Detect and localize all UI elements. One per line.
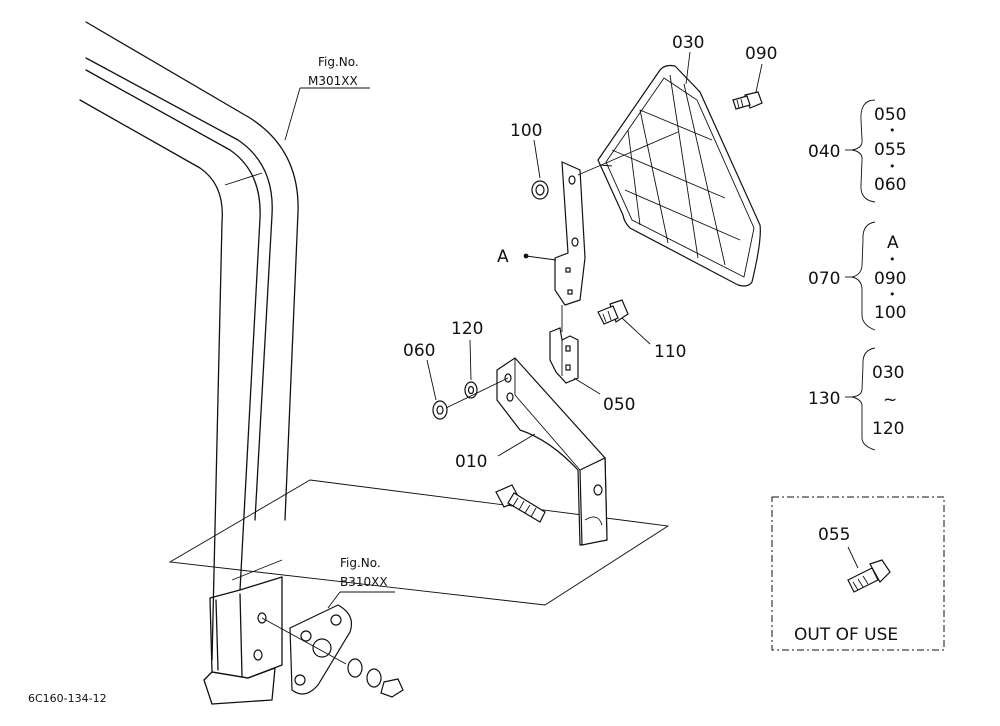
label-130: 130 bbox=[808, 389, 840, 409]
bracket-010 bbox=[496, 357, 608, 546]
group-070-item-2: 090 bbox=[874, 269, 906, 289]
diagram-id: 6C160-134-12 bbox=[28, 692, 107, 705]
mirror-030 bbox=[577, 64, 761, 287]
out-of-use-box bbox=[771, 496, 945, 651]
out-of-use-part-label: 055 bbox=[818, 525, 850, 545]
group-070-sep-2: • bbox=[889, 288, 896, 301]
label-a: A bbox=[497, 247, 509, 267]
screw-090 bbox=[732, 91, 763, 110]
group-070-item-1: A bbox=[887, 233, 899, 253]
group-040-item-1: 050 bbox=[874, 105, 906, 125]
label-040: 040 bbox=[808, 142, 840, 162]
group-040-sep-2: • bbox=[889, 160, 896, 173]
out-of-use-label: OUT OF USE bbox=[794, 625, 898, 645]
bracket-050 bbox=[549, 327, 579, 384]
group-070-item-3: 100 bbox=[874, 303, 906, 323]
fig-ref-top-code: M301XX bbox=[308, 74, 358, 88]
label-110: 110 bbox=[654, 342, 686, 362]
group-040-item-3: 060 bbox=[874, 175, 906, 195]
group-040-sep-1: • bbox=[889, 124, 896, 137]
fig-ref-bottom-label: Fig.No. bbox=[340, 556, 381, 570]
label-050: 050 bbox=[603, 395, 635, 415]
platform-outline bbox=[168, 479, 670, 606]
group-040-item-2: 055 bbox=[874, 140, 906, 160]
nut-100 bbox=[531, 180, 549, 200]
bolt-110 bbox=[597, 299, 629, 325]
group-130-item-1: 030 bbox=[872, 363, 904, 383]
label-120: 120 bbox=[451, 319, 483, 339]
rops-frame bbox=[79, 21, 299, 705]
nut-060 bbox=[432, 400, 448, 420]
group-070-sep-1: • bbox=[889, 253, 896, 266]
label-010: 010 bbox=[455, 452, 487, 472]
label-090: 090 bbox=[745, 44, 777, 64]
mounting-plate-b310 bbox=[261, 604, 404, 698]
label-030: 030 bbox=[672, 33, 704, 53]
fig-ref-bottom-code: B310XX bbox=[340, 575, 388, 589]
label-100: 100 bbox=[510, 121, 542, 141]
group-130-sep: ~ bbox=[883, 390, 897, 410]
group-braces bbox=[845, 99, 876, 451]
long-bolt bbox=[495, 484, 546, 523]
fig-ref-top-label: Fig.No. bbox=[318, 55, 359, 69]
arm-a bbox=[554, 161, 586, 332]
label-070: 070 bbox=[808, 269, 840, 289]
leader-lines bbox=[284, 51, 859, 609]
label-060: 060 bbox=[403, 341, 435, 361]
group-130-item-2: 120 bbox=[872, 419, 904, 439]
